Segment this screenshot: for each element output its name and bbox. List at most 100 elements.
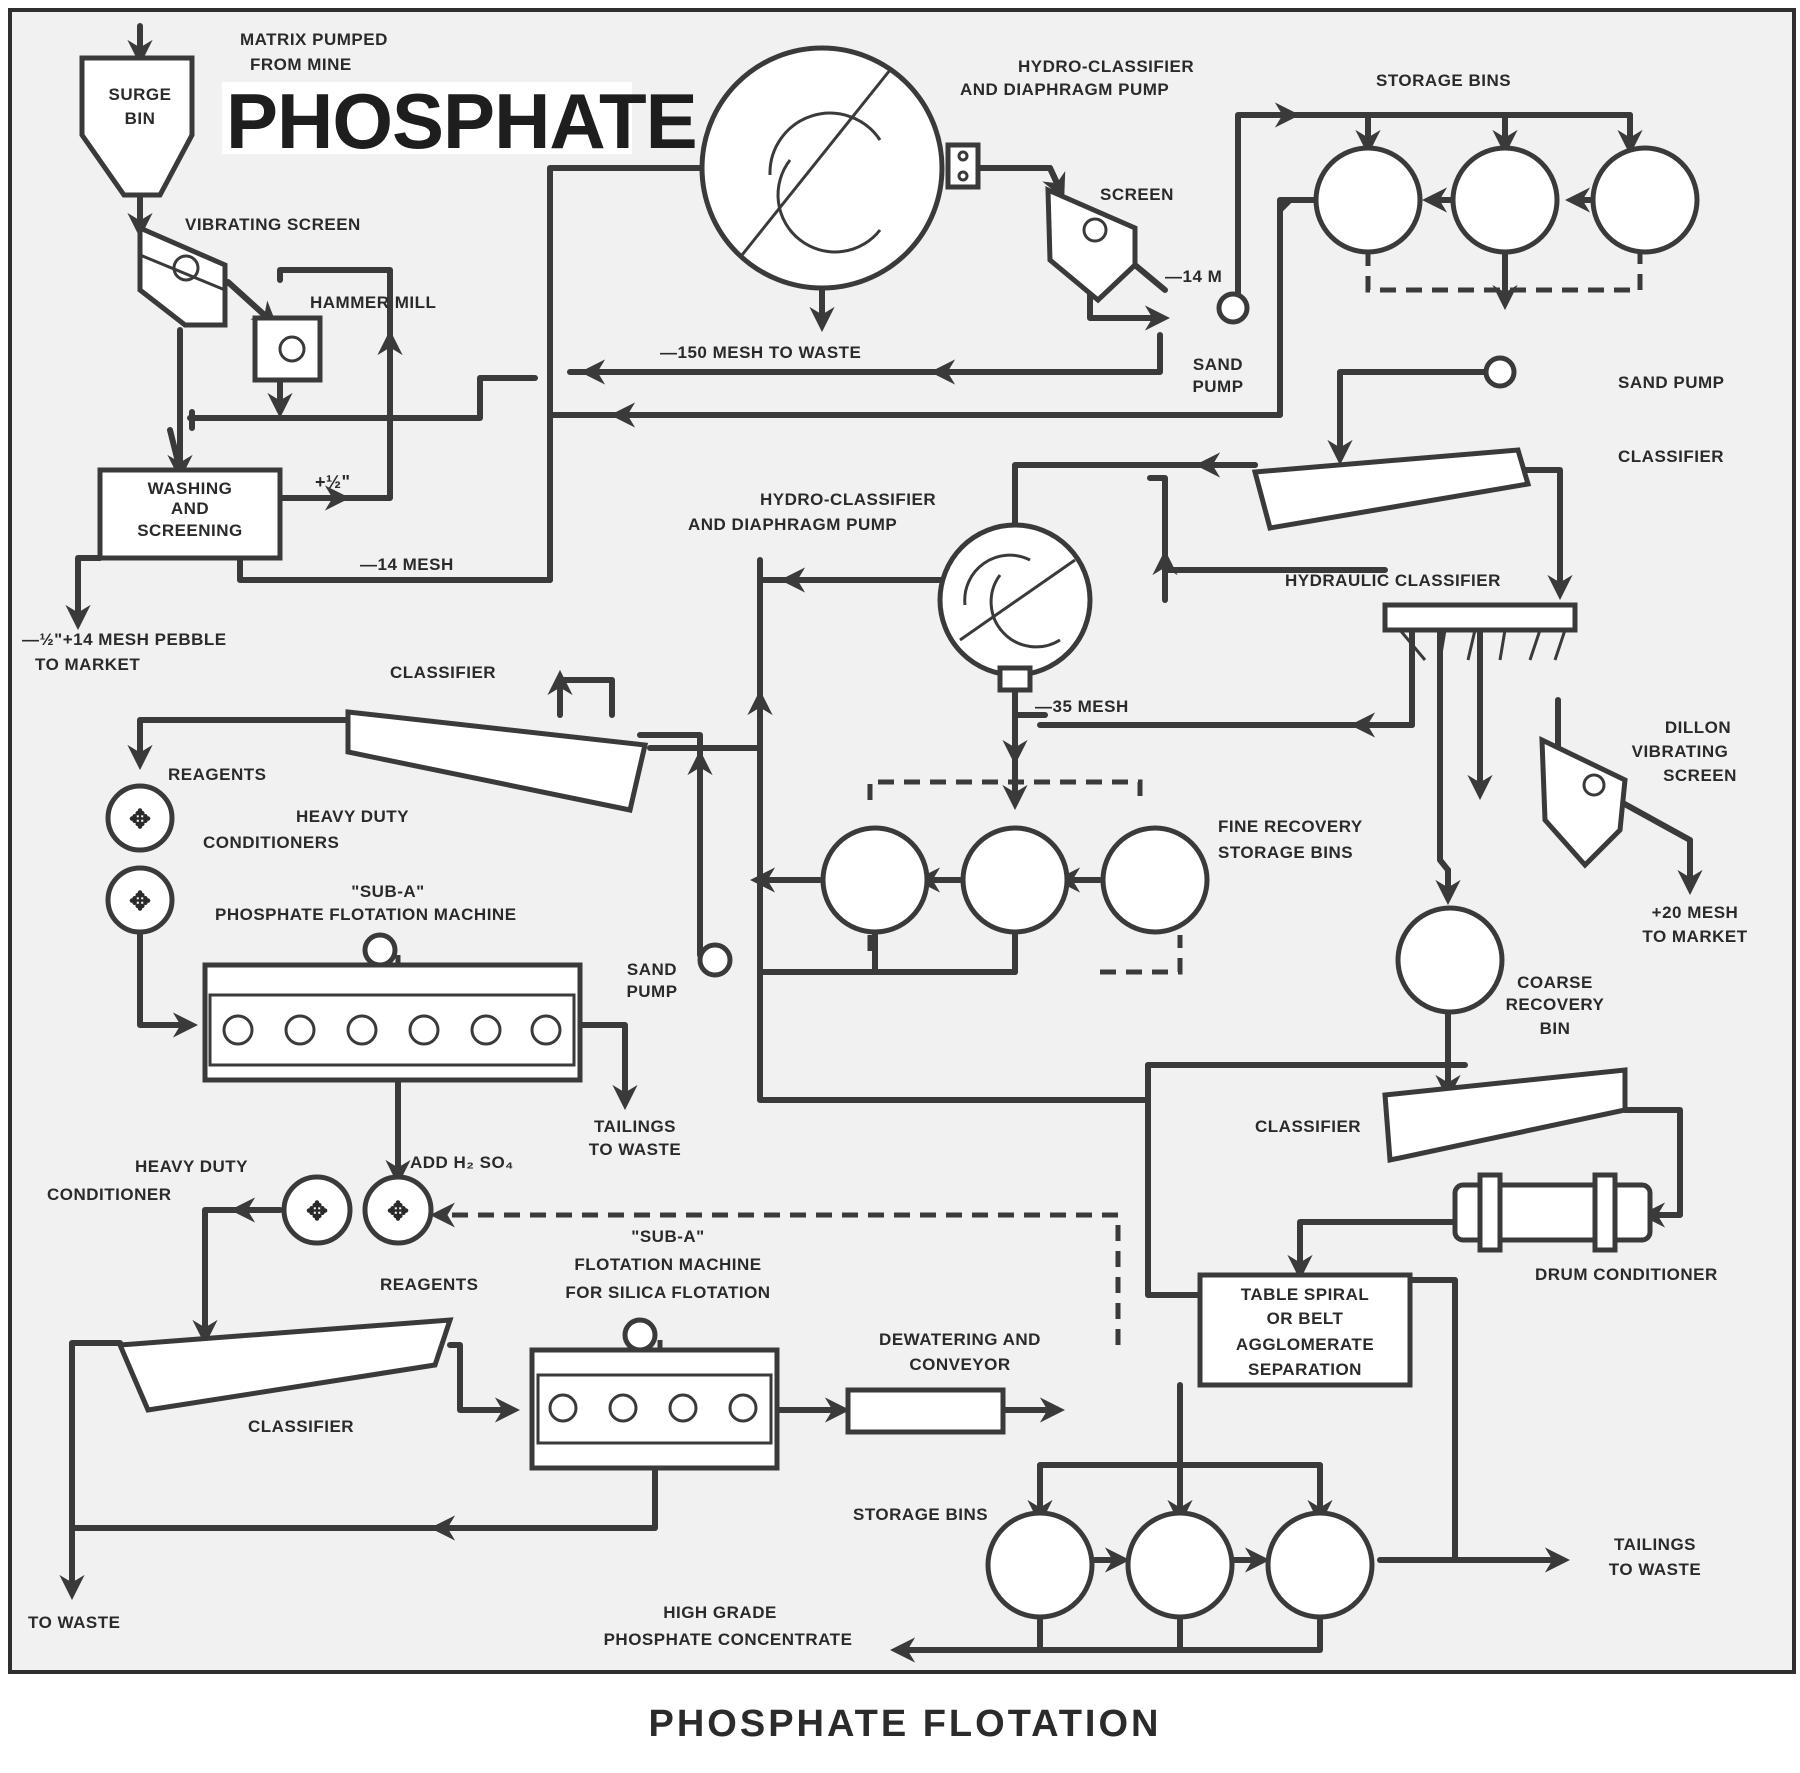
- storage-bins-top: [1313, 145, 1700, 255]
- label-hydro-classifier-top-2: AND DIAPHRAGM PUMP: [960, 80, 1169, 99]
- label-minus-35-mesh: —35 MESH: [1035, 697, 1129, 716]
- label-reagents-1: REAGENTS: [168, 765, 266, 784]
- label-reagents-2: REAGENTS: [380, 1275, 478, 1294]
- classifier-mid: [345, 709, 649, 813]
- classifier-right: [1251, 447, 1532, 531]
- svg-text:✥: ✥: [387, 1196, 409, 1226]
- label-heavy-duty-conditioners-1: HEAVY DUTY: [296, 807, 409, 826]
- label-storage-bins-bottom: STORAGE BINS: [853, 1505, 988, 1524]
- sand-pump-mid: [697, 942, 733, 978]
- label-plus-20-mesh-2: TO MARKET: [1642, 927, 1747, 946]
- label-hydro-classifier-mid-1: HYDRO-CLASSIFIER: [760, 490, 936, 509]
- label-matrix-1: MATRIX PUMPED: [240, 30, 388, 49]
- svg-text:✥: ✥: [129, 804, 151, 834]
- label-minus-14-mesh: —14 MESH: [360, 555, 454, 574]
- label-plus-20-mesh-1: +20 MESH: [1652, 903, 1739, 922]
- coarse-recovery-bin: [1395, 905, 1505, 1015]
- svg-text:✥: ✥: [129, 886, 151, 916]
- label-dillon-3: SCREEN: [1663, 766, 1737, 785]
- classifier-lower: [1382, 1067, 1628, 1164]
- label-dewatering-1: DEWATERING AND: [879, 1330, 1041, 1349]
- hydro-classifier-mid: [937, 522, 1093, 693]
- vibrating-screen: [137, 224, 228, 328]
- labels: MATRIX PUMPED FROM MINE SURGE BIN PHOSPH…: [22, 30, 1747, 1649]
- label-coarse-recovery-1: COARSE: [1517, 973, 1593, 992]
- label-coarse-recovery-3: BIN: [1540, 1019, 1571, 1038]
- label-sand-pump-right: SAND PUMP: [1618, 373, 1725, 392]
- surge-bin: [79, 55, 195, 198]
- label-sub-a-1-1: "SUB-A": [351, 882, 424, 901]
- label-heavy-duty-conditioner-2: CONDITIONER: [47, 1185, 172, 1204]
- label-screen: SCREEN: [1100, 185, 1174, 204]
- label-phosphate-banner: PHOSPHATE: [226, 77, 697, 165]
- label-vibrating-screen: VIBRATING SCREEN: [185, 215, 361, 234]
- label-surge-bin-1: SURGE: [109, 85, 172, 104]
- label-pebble-2: TO MARKET: [35, 655, 140, 674]
- table-spiral-separation: [1197, 1272, 1413, 1388]
- heavy-duty-conditioners: ✥ ✥: [105, 783, 175, 935]
- dewatering-conveyor: [845, 1387, 1006, 1435]
- label-washing-1: WASHING: [148, 479, 233, 498]
- label-table-spiral-4: SEPARATION: [1248, 1360, 1362, 1379]
- label-sand-pump-mid-2: PUMP: [626, 982, 677, 1001]
- label-sand-pump-mid-1: SAND: [627, 960, 677, 979]
- hydro-classifier-top: [699, 45, 945, 291]
- label-heavy-duty-conditioner-1: HEAVY DUTY: [135, 1157, 248, 1176]
- flow-lines: [59, 23, 1703, 1663]
- storage-bins-bottom: [985, 1510, 1375, 1620]
- label-classifier-mid: CLASSIFIER: [390, 663, 496, 682]
- label-drum-conditioner: DRUM CONDITIONER: [1535, 1265, 1718, 1284]
- label-table-spiral-1: TABLE SPIRAL: [1241, 1285, 1369, 1304]
- label-sub-a-2-3: FOR SILICA FLOTATION: [565, 1283, 770, 1302]
- label-hydro-classifier-top-1: HYDRO-CLASSIFIER: [1018, 57, 1194, 76]
- caption: PHOSPHATE FLOTATION: [649, 1703, 1162, 1745]
- drum-conditioner: [1452, 1172, 1653, 1253]
- label-coarse-recovery-2: RECOVERY: [1506, 995, 1605, 1014]
- label-table-spiral-2: OR BELT: [1267, 1309, 1344, 1328]
- label-matrix-2: FROM MINE: [250, 55, 352, 74]
- diagram-frame: [8, 8, 1796, 1674]
- label-dewatering-2: CONVEYOR: [909, 1355, 1010, 1374]
- label-hydro-classifier-mid-2: AND DIAPHRAGM PUMP: [688, 515, 897, 534]
- svg-text:✥: ✥: [306, 1196, 328, 1226]
- label-classifier-bottom: CLASSIFIER: [248, 1417, 354, 1436]
- label-storage-bins-top: STORAGE BINS: [1376, 71, 1511, 90]
- label-sub-a-2-2: FLOTATION MACHINE: [574, 1255, 761, 1274]
- label-sub-a-1-2: PHOSPHATE FLOTATION MACHINE: [215, 905, 517, 924]
- label-classifier-lower: CLASSIFIER: [1255, 1117, 1361, 1136]
- screen-top: [1045, 186, 1138, 304]
- label-fine-recovery-1: FINE RECOVERY: [1218, 817, 1363, 836]
- label-tailings-2-1: TAILINGS: [1614, 1535, 1696, 1554]
- label-plus-half: +½": [315, 472, 351, 492]
- sub-a-silica-flotation-machine: [529, 1317, 780, 1471]
- label-pebble-1: —½"+14 MESH PEBBLE: [22, 630, 227, 649]
- label-tailings-2-2: TO WASTE: [1609, 1560, 1701, 1579]
- label-surge-bin-2: BIN: [125, 109, 156, 128]
- heavy-duty-conditioner-pair: ✥ ✥: [281, 1174, 434, 1246]
- fine-recovery-storage-bins: [820, 825, 1210, 935]
- sand-pump-top: [1216, 291, 1250, 325]
- label-dillon-1: DILLON: [1665, 718, 1731, 737]
- label-hydraulic-classifier: HYDRAULIC CLASSIFIER: [1285, 571, 1501, 590]
- label-washing-2: AND: [171, 499, 209, 518]
- label-dillon-2: VIBRATING: [1632, 742, 1729, 761]
- label-minus-14m: —14 M: [1165, 267, 1222, 286]
- label-classifier-right: CLASSIFIER: [1618, 447, 1724, 466]
- label-high-grade-1: HIGH GRADE: [663, 1603, 777, 1622]
- label-sub-a-2-1: "SUB-A": [631, 1227, 704, 1246]
- diaphragm-pump-top: [945, 142, 981, 190]
- label-table-spiral-3: AGGLOMERATE: [1236, 1335, 1374, 1354]
- label-to-waste: TO WASTE: [28, 1613, 120, 1632]
- hammer-mill: [252, 315, 323, 383]
- dillon-vibrating-screen: [1539, 735, 1628, 869]
- label-hammer-mill: HAMMER MILL: [310, 293, 436, 312]
- label-add-h2so4: ADD H₂ SO₄: [410, 1153, 514, 1172]
- hydraulic-classifier: [1382, 602, 1578, 661]
- label-washing-3: SCREENING: [137, 521, 243, 540]
- label-minus-150-mesh: —150 MESH TO WASTE: [660, 343, 861, 362]
- label-sand-pump-top-1: SAND: [1193, 355, 1243, 374]
- label-high-grade-2: PHOSPHATE CONCENTRATE: [604, 1630, 853, 1649]
- phosphate-banner-box: [222, 82, 632, 154]
- washing-and-screening: [97, 467, 283, 561]
